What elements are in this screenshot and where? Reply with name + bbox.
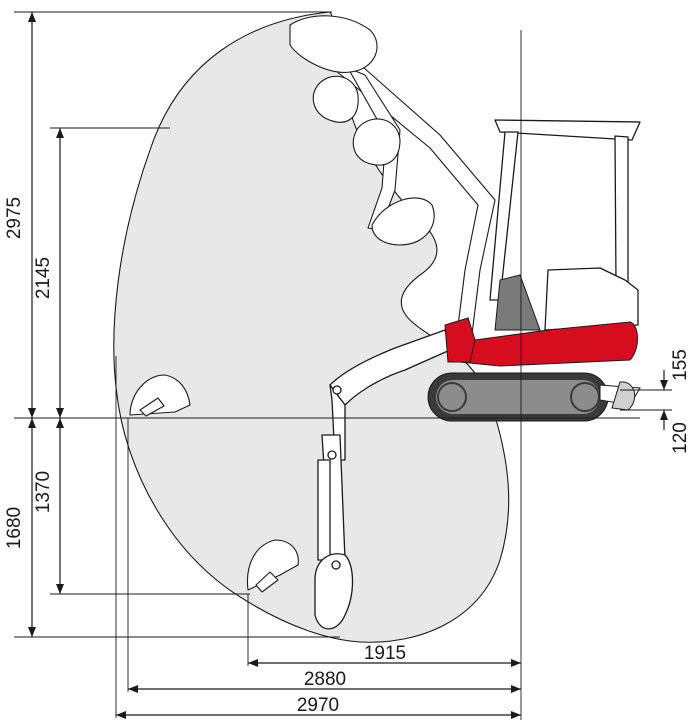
dim-label-2975: 2975 bbox=[4, 197, 25, 239]
seat bbox=[494, 274, 541, 331]
bucket-vertical-wall-ghost bbox=[246, 539, 299, 593]
track-idler bbox=[437, 382, 467, 412]
dimension-lines bbox=[14, 11, 672, 720]
canopy-roof bbox=[494, 119, 641, 141]
dim-label-2970: 2970 bbox=[297, 695, 339, 716]
track-sprocket bbox=[570, 382, 600, 412]
canopy-post-front bbox=[489, 131, 519, 301]
bucket-max-reach-ghost bbox=[129, 374, 191, 417]
dim-label-2145: 2145 bbox=[33, 257, 54, 299]
dim-label-1680: 1680 bbox=[4, 507, 25, 549]
track-inner bbox=[436, 380, 600, 414]
dim-label-155: 155 bbox=[670, 349, 689, 381]
boom-raised-ghost bbox=[289, 15, 496, 351]
upper-structure-red bbox=[454, 317, 638, 367]
canopy-post-rear bbox=[614, 135, 629, 286]
boom-swing-bracket bbox=[444, 317, 476, 363]
dimension-arrows bbox=[28, 12, 668, 719]
dim-label-1370: 1370 bbox=[33, 471, 54, 513]
dim-label-2880: 2880 bbox=[304, 669, 346, 690]
dim-label-1915: 1915 bbox=[364, 643, 406, 664]
excavator-machine bbox=[427, 119, 641, 422]
dim-label-120: 120 bbox=[670, 422, 689, 454]
